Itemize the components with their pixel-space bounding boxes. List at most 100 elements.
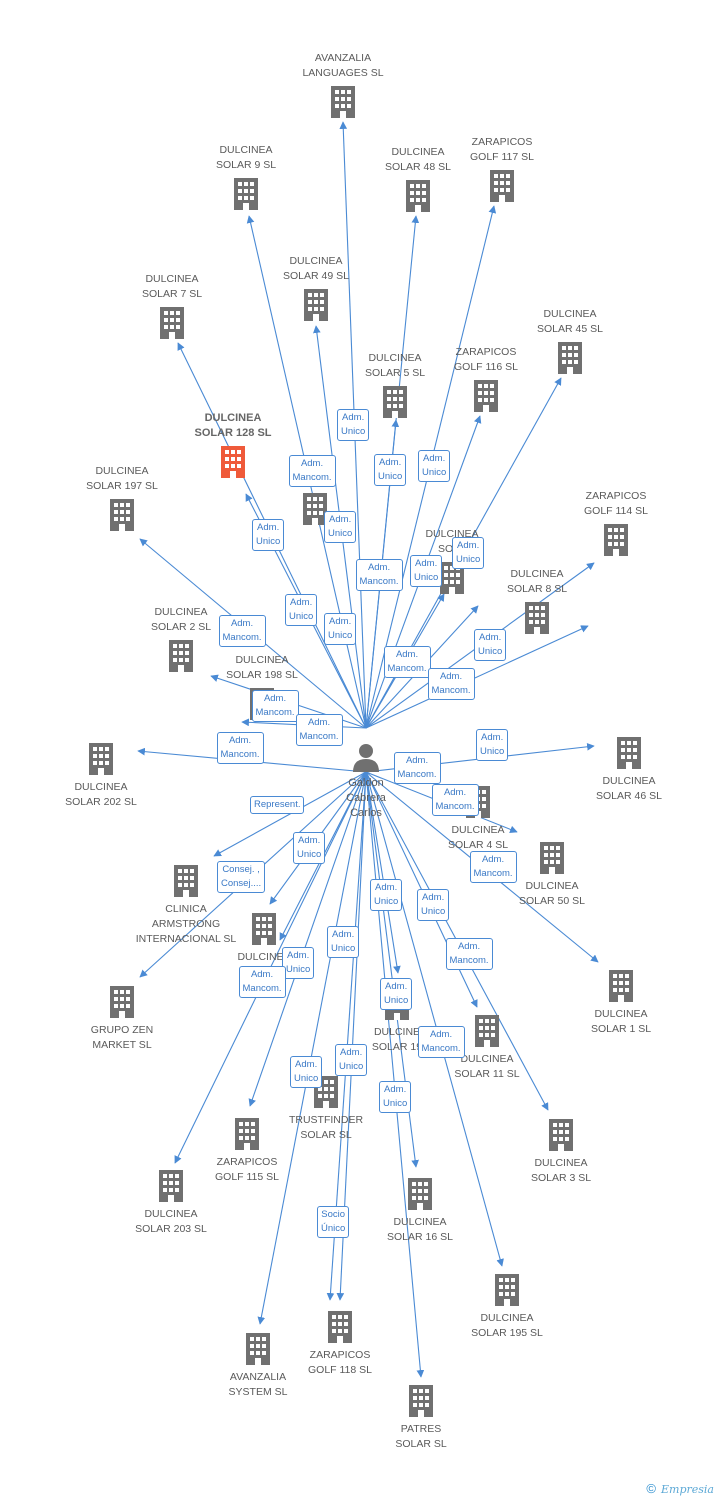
company-name[interactable]: ZARAPICOS GOLF 118 SL [307, 1349, 372, 1376]
building-icon[interactable] [160, 307, 184, 339]
role-badge[interactable]: Adm. Mancom. [383, 646, 431, 678]
company-name[interactable]: ZARAPICOS GOLF 117 SL [469, 136, 534, 163]
role-badge[interactable]: Adm. Unico [252, 519, 285, 551]
role-badge[interactable]: Adm. Unico [418, 450, 451, 482]
company-name[interactable]: DULCINEA SOLAR 45 SL [537, 308, 603, 335]
footer: © Empresia [646, 1481, 714, 1496]
building-icon[interactable] [617, 737, 641, 769]
building-icon[interactable] [604, 524, 628, 556]
role-badge[interactable]: Adm. Unico [324, 511, 357, 543]
role-badge[interactable]: Adm. Mancom. [469, 851, 517, 883]
company-name[interactable]: DULCINEA SOLAR 3 SL [530, 1157, 592, 1184]
role-badge[interactable]: Adm. Unico [474, 629, 507, 661]
building-icon[interactable] [383, 386, 407, 418]
company-name[interactable]: DULCINE SOLAR 19 [371, 1026, 423, 1053]
role-badge[interactable]: Adm. Mancom. [288, 455, 336, 487]
company-name[interactable]: DULCINEA SOLAR 7 SL [141, 273, 203, 300]
role-badge[interactable]: Adm. Mancom. [417, 1026, 465, 1058]
company-name[interactable]: DULCINEA SOLAR 4 SL [447, 824, 509, 851]
building-icon[interactable] [328, 1311, 352, 1343]
role-badge[interactable]: Adm. Mancom. [295, 714, 343, 746]
role-badge[interactable]: Adm. Unico [379, 1081, 412, 1113]
role-badge[interactable]: Consej. , Consej.... [217, 861, 266, 893]
building-icon[interactable] [174, 865, 198, 897]
company-name[interactable]: DULCINEA SOLAR 198 SL [226, 654, 298, 681]
company-name[interactable]: ZARAPICOS GOLF 115 SL [214, 1156, 279, 1183]
company-name[interactable]: DULCINEA SOLAR 2 SL [150, 606, 212, 633]
role-badge[interactable]: Adm. Unico [290, 1056, 323, 1088]
role-badge[interactable]: Adm. Mancom. [251, 690, 299, 722]
building-icon[interactable] [495, 1274, 519, 1306]
building-icon[interactable] [406, 180, 430, 212]
company-name[interactable]: ZARAPICOS GOLF 114 SL [583, 490, 648, 517]
role-badge[interactable]: Adm. Unico [285, 594, 318, 626]
company-name[interactable]: DULCINEA SOLAR 197 SL [86, 465, 158, 492]
building-icon[interactable] [110, 986, 134, 1018]
building-icon[interactable] [331, 86, 355, 118]
role-badge[interactable]: Socio Único [317, 1206, 350, 1238]
company-name[interactable]: TRUSTFINDER SOLAR SL [288, 1114, 364, 1141]
relation-edge [365, 771, 425, 1378]
company-name[interactable]: DULCINEA SOLAR 8 SL [506, 568, 568, 595]
company-name[interactable]: DULCINEA SOLAR 46 SL [596, 775, 662, 802]
role-badge[interactable]: Adm. Mancom. [218, 615, 266, 647]
company-name[interactable]: DULCINEA SOLAR 11 SL [454, 1053, 520, 1080]
role-badge[interactable]: Adm. Unico [410, 555, 443, 587]
company-name[interactable]: DULCINEA SOLAR 48 SL [385, 146, 451, 173]
company-name[interactable]: PATRES SOLAR SL [395, 1423, 447, 1450]
company-name[interactable]: GRUPO ZEN MARKET SL [90, 1024, 154, 1051]
company-name[interactable]: DULCINEA SOLAR 16 SL [387, 1216, 453, 1243]
building-icon[interactable] [409, 1385, 433, 1417]
role-badge[interactable]: Adm. Mancom. [427, 668, 475, 700]
company-name[interactable]: DULCINEA SOLAR 49 SL [283, 255, 349, 282]
role-badge[interactable]: Adm. Mancom. [216, 732, 264, 764]
company-name[interactable]: DULCINEA SOLAR 50 SL [519, 880, 585, 907]
building-icon[interactable] [474, 380, 498, 412]
relation-edge [257, 771, 367, 1325]
building-icon[interactable] [89, 743, 113, 775]
building-icon[interactable] [609, 970, 633, 1002]
role-badge[interactable]: Adm. Mancom. [393, 752, 441, 784]
role-badge[interactable]: Adm. Unico [476, 729, 509, 761]
relation-edge [248, 771, 367, 1107]
relation-edge [213, 771, 367, 857]
role-badge[interactable]: Adm. Unico [282, 947, 315, 979]
role-badge[interactable]: Represent. [250, 796, 305, 814]
building-icon[interactable] [475, 1015, 499, 1047]
role-badge[interactable]: Adm. Unico [324, 613, 357, 645]
company-name[interactable]: DULCINEA SOLAR 202 SL [65, 781, 137, 808]
building-icon[interactable] [221, 446, 245, 478]
role-badge[interactable]: Adm. Unico [370, 879, 403, 911]
company-name[interactable]: CLINICA ARMSTRONG INTERNACIONAL SL [135, 903, 237, 945]
company-name[interactable]: ZARAPICOS GOLF 116 SL [453, 346, 518, 373]
company-name[interactable]: DULCINEA SOLAR 195 SL [471, 1312, 543, 1339]
building-icon[interactable] [408, 1178, 432, 1210]
building-icon[interactable] [234, 178, 258, 210]
role-badge[interactable]: Adm. Unico [337, 409, 370, 441]
role-badge[interactable]: Adm. Mancom. [238, 966, 286, 998]
role-badge[interactable]: Adm. Mancom. [431, 784, 479, 816]
role-badge[interactable]: Adm. Unico [380, 978, 413, 1010]
company-name[interactable]: AVANZALIA LANGUAGES SL [302, 52, 384, 79]
company-name[interactable]: DULCINEA SOLAR 5 SL [364, 352, 426, 379]
role-badge[interactable]: Adm. Mancom. [445, 938, 493, 970]
company-name[interactable]: DULCINEA SOLAR 9 SL [215, 144, 277, 171]
company-name[interactable]: DULCINEA SOLAR 203 SL [135, 1208, 207, 1235]
role-badge[interactable]: Adm. Unico [335, 1044, 368, 1076]
role-badge[interactable]: Adm. Unico [293, 832, 326, 864]
relation-edge [365, 625, 589, 729]
building-icon[interactable] [304, 289, 328, 321]
brand-logo[interactable]: Empresia [661, 1483, 714, 1496]
role-badge[interactable]: Adm. Unico [374, 454, 407, 486]
building-icon[interactable] [525, 602, 549, 634]
role-badge[interactable]: Adm. Mancom. [355, 559, 403, 591]
role-badge[interactable]: Adm. Unico [327, 926, 360, 958]
company-name[interactable]: DULCINEA SOLAR 1 SL [590, 1008, 652, 1035]
building-icon[interactable] [110, 499, 134, 531]
company-name[interactable]: DULCINEA SOLAR 128 SL [194, 412, 272, 439]
person-name[interactable]: Galdon Cabrera Carlos [346, 777, 386, 819]
role-badge[interactable]: Adm. Unico [452, 537, 485, 569]
company-name[interactable]: AVANZALIA SYSTEM SL [228, 1371, 288, 1398]
building-icon[interactable] [549, 1119, 573, 1151]
role-badge[interactable]: Adm. Unico [417, 889, 450, 921]
